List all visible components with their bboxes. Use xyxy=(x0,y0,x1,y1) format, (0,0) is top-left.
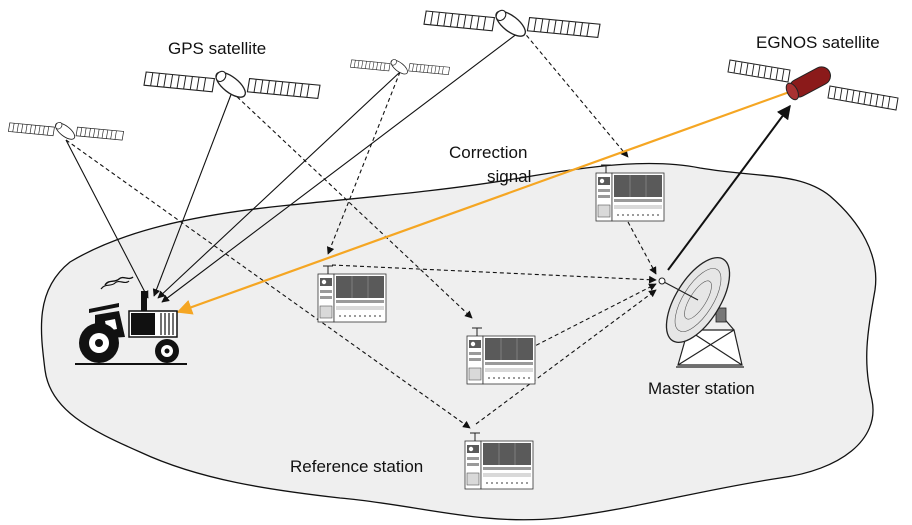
gps-satellite-label: GPS satellite xyxy=(168,39,266,58)
correction-signal-label: Correction xyxy=(449,143,527,162)
station-link xyxy=(475,289,657,425)
satellite-icon xyxy=(350,57,450,77)
signal-line-dashed xyxy=(231,91,473,319)
land-area xyxy=(40,162,877,521)
signal-line xyxy=(157,71,401,299)
master-station-label: Master station xyxy=(648,379,755,398)
satellite-icon xyxy=(423,6,601,42)
tractor-icon xyxy=(75,276,187,365)
correction-signal-label: signal xyxy=(487,167,531,186)
satellite-dish-icon xyxy=(658,257,744,368)
reference-station-icon xyxy=(317,265,387,323)
signal-line-dashed xyxy=(521,29,629,158)
signal-line xyxy=(65,139,149,299)
correction-signal-line xyxy=(176,88,796,315)
reference-station-icon xyxy=(464,432,534,490)
station-link xyxy=(627,221,657,275)
signal-line-dashed xyxy=(65,139,471,429)
satellite-icon xyxy=(7,119,125,143)
signal-line xyxy=(161,29,523,303)
signal-line xyxy=(152,91,233,297)
satellite-icon xyxy=(143,67,321,103)
reference-station-label: Reference station xyxy=(290,457,423,476)
reference-station-icon xyxy=(595,164,665,222)
egnos-satellite-label: EGNOS satellite xyxy=(756,33,880,52)
uplink-line xyxy=(667,104,791,271)
signal-line-dashed xyxy=(326,71,401,255)
station-link xyxy=(479,283,657,375)
reference-station-icon xyxy=(466,327,536,385)
station-link xyxy=(331,264,657,284)
egnos-satellite-icon xyxy=(727,59,899,111)
